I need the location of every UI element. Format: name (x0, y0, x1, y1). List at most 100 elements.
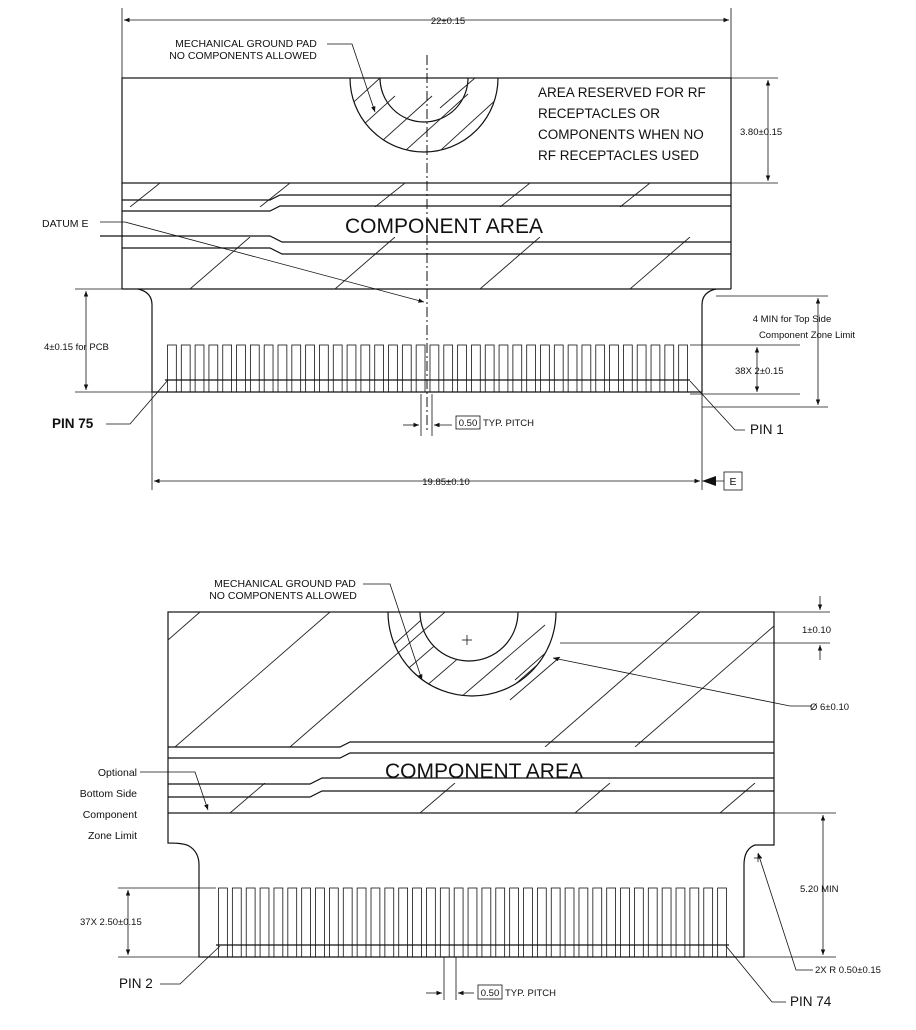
pin (620, 887, 630, 958)
pin (401, 344, 412, 393)
optional-zone-label-3: Component (83, 809, 137, 821)
pin (495, 887, 506, 958)
pin (634, 887, 644, 958)
pins-bottom (218, 887, 727, 958)
ground-pad-hatch-bottom (388, 612, 556, 696)
pin (509, 887, 519, 958)
pins-top (167, 344, 688, 393)
pin (471, 344, 481, 393)
bottom-outline (167, 611, 775, 814)
pin (481, 887, 492, 958)
pitch-label-top: TYP. PITCH (483, 418, 534, 429)
bottom-view: MECHANICAL GROUND PAD NO COMPONENTS ALLO… (80, 578, 881, 1009)
top-hatch-lower (189, 237, 691, 289)
pin (360, 344, 371, 393)
pin (342, 887, 353, 958)
connector-base-bottom (167, 813, 775, 958)
width-dimension: 22±0.15 (431, 16, 465, 27)
top-view: 22±0.15 (42, 8, 855, 491)
optional-zone-label-1: Optional (98, 767, 137, 779)
component-area-top: COMPONENT AREA (345, 215, 543, 238)
pin (540, 344, 550, 393)
pin-length-dimension-top: 38X 2±0.15 (735, 366, 784, 377)
pin (398, 887, 409, 958)
pin (273, 887, 284, 958)
ground-pad-label-2: NO COMPONENTS ALLOWED (169, 50, 317, 62)
pin-length-dimension-bottom: 37X 2.50±0.15 (80, 917, 142, 928)
rf-note-3: COMPONENTS WHEN NO (538, 127, 704, 142)
pin (388, 344, 398, 393)
pin (467, 887, 478, 958)
pin (329, 887, 339, 958)
pin (415, 344, 426, 393)
ground-pad-outline (349, 77, 499, 153)
ground-pad-label-1: MECHANICAL GROUND PAD (175, 38, 317, 50)
pin (277, 344, 288, 393)
pin (412, 887, 422, 958)
pin (231, 887, 242, 958)
rf-note-2: RECEPTACLES OR (538, 106, 660, 121)
ground-pad-hatch (350, 78, 498, 152)
pin (263, 344, 274, 393)
pin-2-label: PIN 2 (119, 976, 153, 991)
pin (567, 344, 578, 393)
pin (208, 344, 219, 393)
pin (315, 887, 325, 958)
pin (526, 344, 536, 393)
pin (581, 344, 592, 393)
ground-pad-label-bottom-1: MECHANICAL GROUND PAD (214, 578, 356, 590)
bottom-hatch-upper (168, 612, 774, 747)
pin (578, 887, 589, 958)
optional-zone-label-2: Bottom Side (80, 788, 137, 800)
pin (636, 344, 647, 393)
pin (661, 887, 672, 958)
pin (222, 344, 232, 393)
component-area-bottom: COMPONENT AREA (385, 760, 583, 783)
pin (592, 887, 603, 958)
pin (664, 344, 675, 393)
ground-pad-outline-bottom (387, 611, 557, 697)
pin (484, 344, 495, 393)
pin (236, 344, 246, 393)
pin (249, 344, 260, 393)
pin (245, 887, 256, 958)
pin (678, 344, 688, 393)
pin (550, 887, 561, 958)
pin (384, 887, 395, 958)
pcb-dimension: 4±0.15 for PCB (44, 342, 109, 353)
pin (609, 344, 619, 393)
pin (429, 344, 440, 393)
pitch-box-bottom: 0.50 (481, 988, 500, 999)
pin (356, 887, 367, 958)
rf-note-4: RF RECEPTACLES USED (538, 148, 699, 163)
top-zone-label-2: Component Zone Limit (759, 330, 855, 341)
base-width-dimension: 19.85±0.10 (422, 477, 469, 488)
pin (453, 887, 464, 958)
pitch-box-top: 0.50 (459, 418, 478, 429)
pin (301, 887, 311, 958)
pin (287, 887, 298, 958)
pin (523, 887, 533, 958)
pin (595, 344, 606, 393)
pin (689, 887, 700, 958)
rf-height-dimension: 3.80±0.15 (740, 127, 782, 138)
pin (439, 887, 450, 958)
pin (319, 344, 329, 393)
pin-74-label: PIN 74 (790, 994, 832, 1009)
connector-base-top (137, 288, 717, 393)
pin (703, 887, 714, 958)
pin (647, 887, 658, 958)
pin (291, 344, 302, 393)
radius-dimension: 2X R 0.50±0.15 (815, 965, 881, 976)
pin (553, 344, 564, 393)
pin (457, 344, 467, 393)
datum-e-label: DATUM E (42, 218, 88, 230)
pin (332, 344, 343, 393)
pin (675, 887, 686, 958)
top-zone-label-1: 4 MIN for Top Side (753, 314, 832, 325)
rf-note-1: AREA RESERVED FOR RF (538, 85, 706, 100)
pin-1-label: PIN 1 (750, 422, 784, 437)
pin (623, 344, 633, 393)
notch-dimension: 1±0.10 (802, 625, 831, 636)
